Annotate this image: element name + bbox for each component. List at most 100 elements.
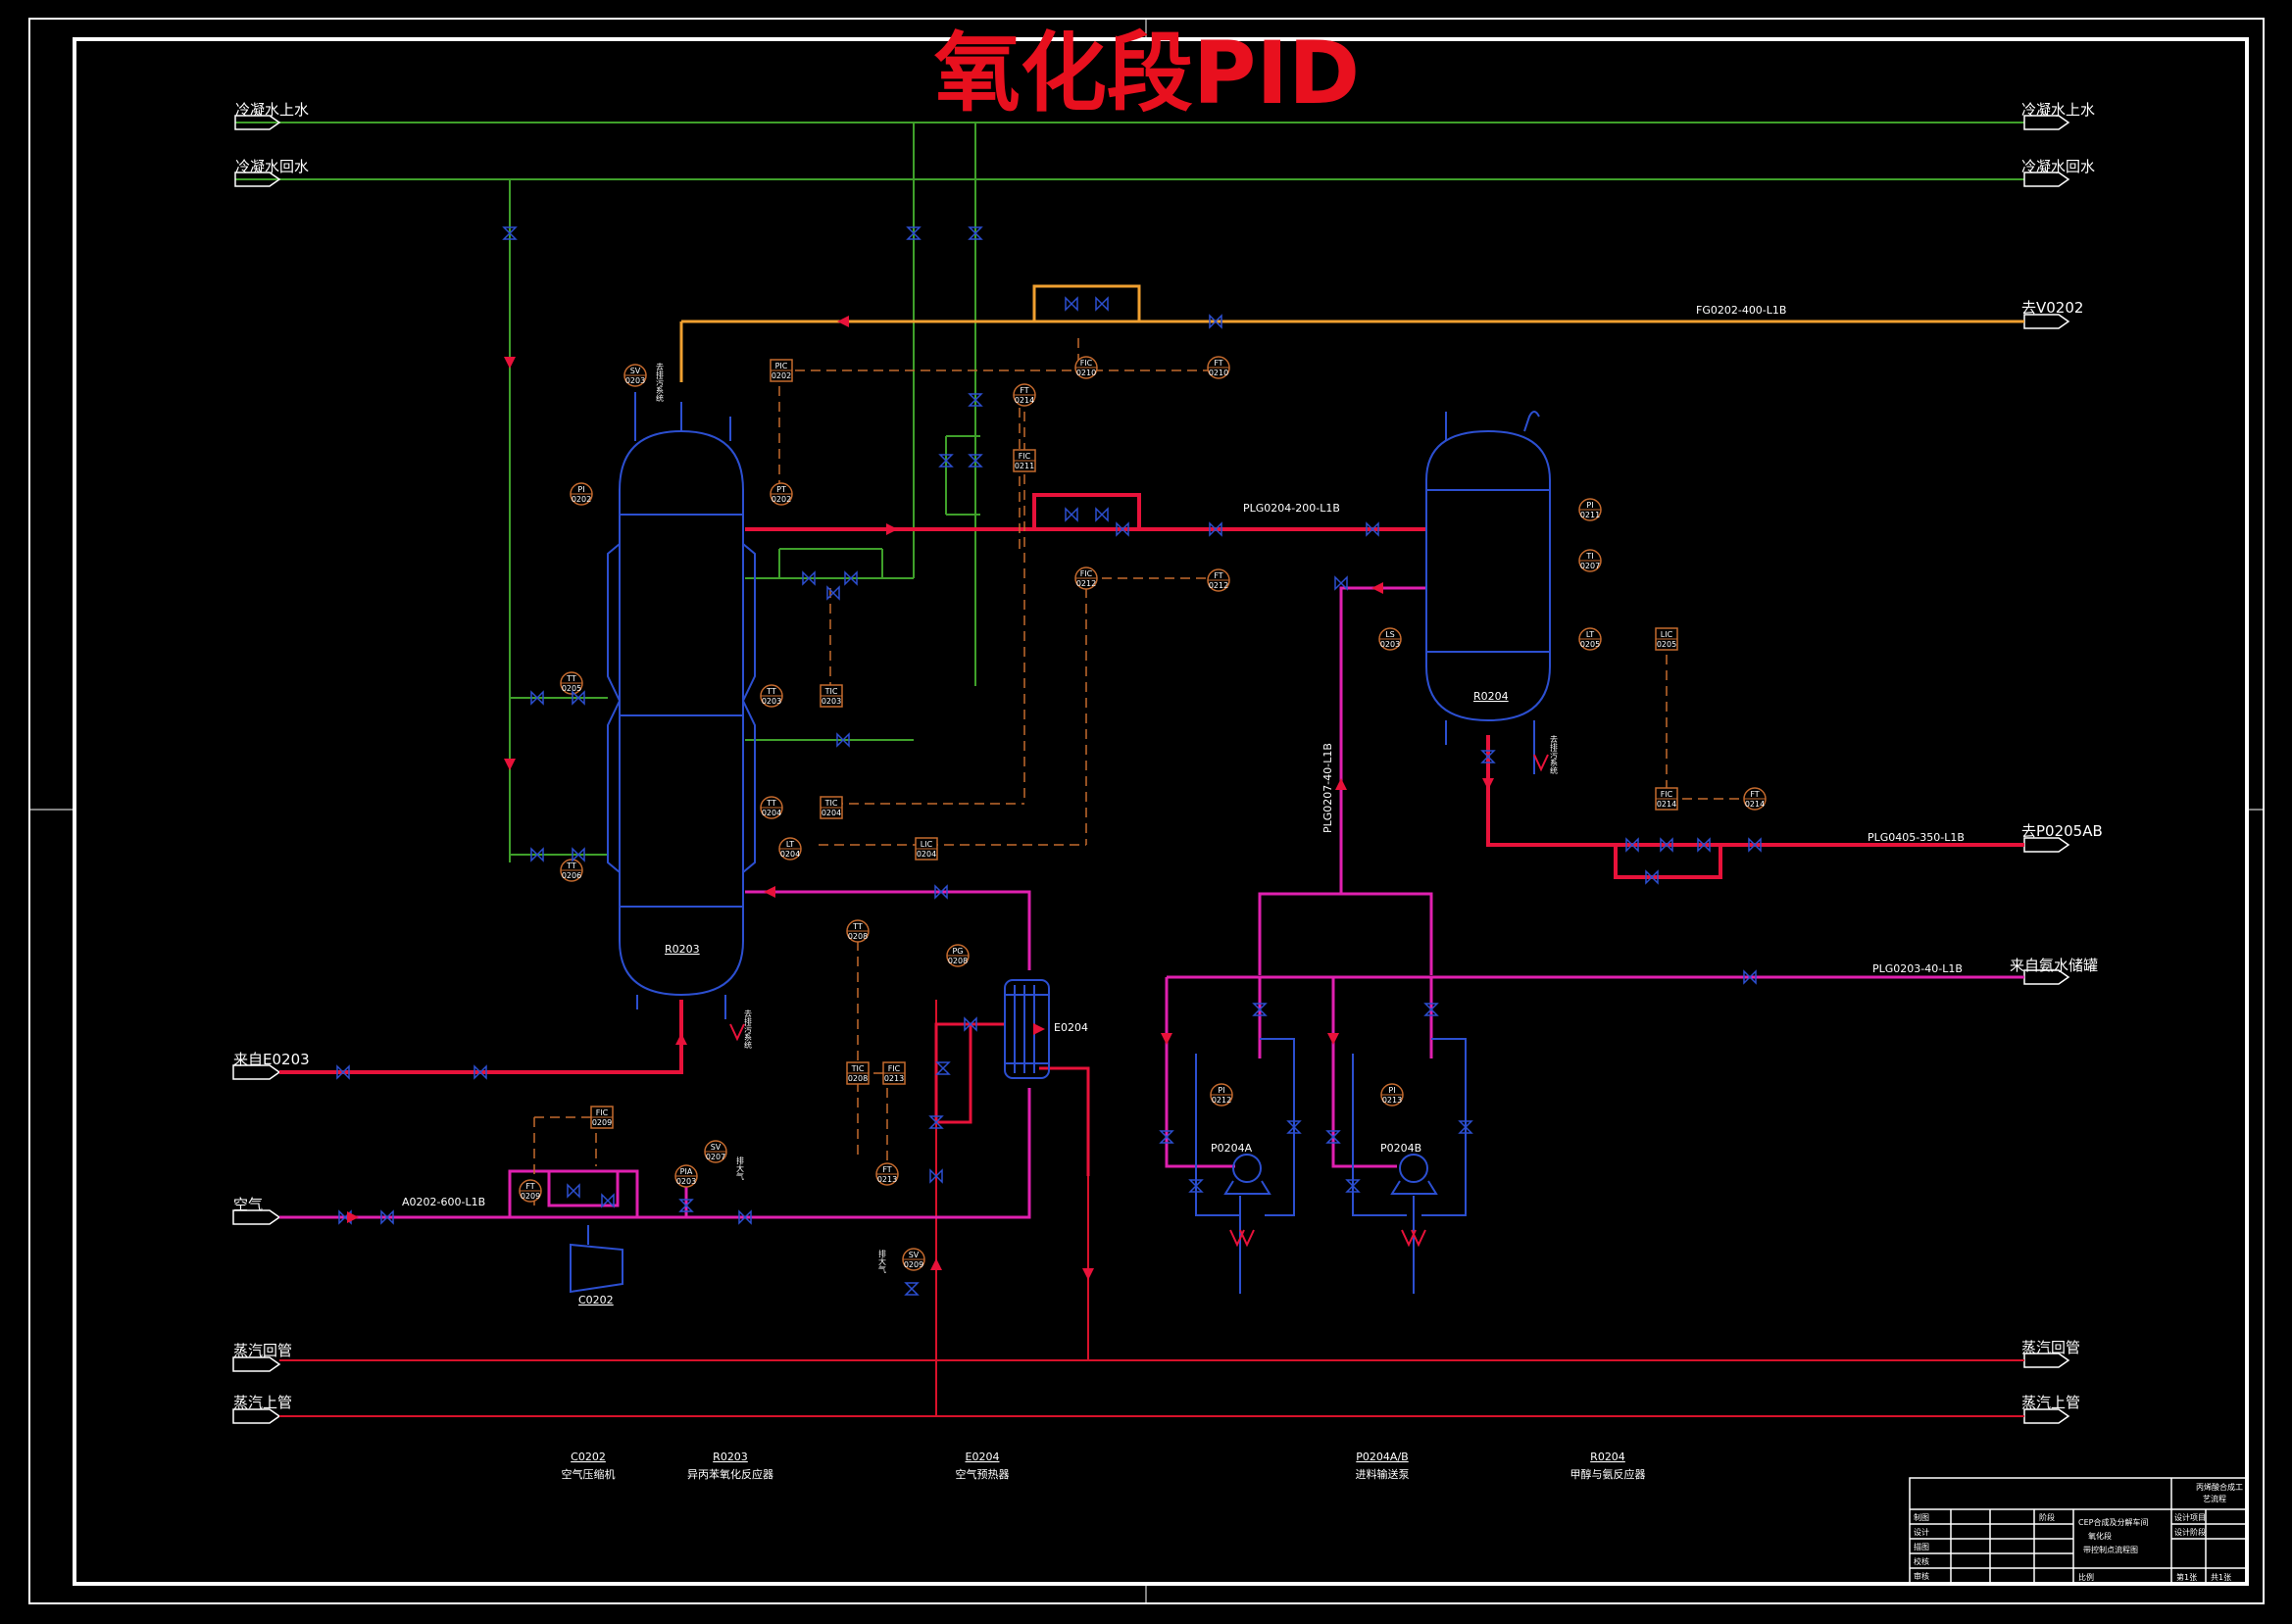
title-block-text: 制图 设计 描图 校核 审核 阶段 CEP合成及分解车间 氧化段 带控制点流程图… [1914, 1482, 2243, 1582]
gate-valve-icon [567, 1183, 580, 1199]
equip-r0204: R0204 甲醇与氨反应器 [1570, 1451, 1646, 1481]
gate-valve-icon [928, 1115, 944, 1129]
to-v0202-label: 去V0202 [2021, 299, 2083, 317]
tb-row-2: 设计 [1914, 1527, 1929, 1537]
vessel-r0204 [1425, 411, 1551, 774]
instrument-type: LIC [1661, 630, 1673, 639]
gate-valve-icon [844, 570, 858, 586]
plg0204-line [745, 493, 1426, 531]
instruments-layer: SV0203PI0202PT0202PIC0202FT0214FIC0211FI… [519, 356, 1767, 1271]
gate-valve-icon [904, 1282, 920, 1296]
flow-arrow-icon [837, 316, 849, 327]
instrument-number: 0212 [1076, 579, 1096, 588]
equip-name: 空气压缩机 [562, 1467, 616, 1481]
gate-valve-icon [934, 884, 948, 900]
instrument-type: LS [1385, 630, 1395, 639]
instrument-number: 0202 [772, 371, 791, 380]
instrument-type: SV [711, 1143, 722, 1152]
cw-return-label-left: 冷凝水回水 [235, 158, 309, 175]
gate-valve-icon [1116, 521, 1129, 537]
instrument-type: FT [1750, 790, 1759, 799]
instrument-type: LIC [921, 840, 933, 849]
instrument-type: TIC [824, 687, 838, 696]
instrument-type: PI [577, 485, 584, 494]
instrument-number: 0210 [1076, 369, 1096, 377]
gate-valve-icon [1159, 1130, 1174, 1144]
tb-project: CEP合成及分解车间 [2078, 1517, 2148, 1527]
instrument-type: TT [566, 861, 576, 870]
gate-valve-icon [678, 1199, 694, 1212]
tb-company2: 艺流程 [2203, 1494, 2226, 1503]
instrument-type: FIC [1019, 452, 1031, 461]
gate-valve-icon [336, 1064, 350, 1080]
gate-valve-icon [572, 690, 585, 706]
from-e0203-line [279, 1000, 683, 1074]
flow-arrow-icon [1033, 1023, 1045, 1035]
plg0207-label: PLG0207-40-L1B [1321, 743, 1334, 833]
instrument-type: PI [1586, 501, 1593, 510]
e0204-steam [934, 1022, 1090, 1176]
inner-frame [73, 37, 2249, 1586]
equip-c0202: C0202 空气压缩机 [562, 1451, 616, 1481]
compressor-c0202 [570, 1225, 623, 1294]
fg0202-label: FG0202-400-L1B [1696, 304, 1786, 317]
instrument-number: 0212 [1209, 581, 1228, 590]
instrument-type: FT [882, 1165, 891, 1174]
equip-tag: E0204 [966, 1451, 1000, 1463]
instrument-type: PG [952, 947, 963, 956]
gate-valve-icon [968, 393, 983, 407]
tb-stage: 阶段 [2039, 1512, 2055, 1522]
gate-valve-icon [572, 847, 585, 862]
gate-valve-icon [473, 1064, 487, 1080]
atm-note-1: 排大气 [736, 1156, 745, 1180]
flow-arrow-icon [1327, 1033, 1339, 1045]
steam-return-label-left: 蒸汽回管 [233, 1342, 292, 1359]
flow-arrow-icon [1482, 778, 1494, 790]
r0203-label: R0203 [665, 943, 700, 956]
gate-valve-icon [1660, 837, 1673, 853]
gate-valve-icon [1334, 575, 1348, 591]
gate-valve-icon [601, 1193, 615, 1208]
cw-supply-label-right: 冷凝水上水 [2021, 101, 2095, 119]
drawing-title: 氧化段PID [934, 23, 1360, 123]
steam-supply-label-right: 蒸汽上管 [2021, 1394, 2080, 1411]
tb-row-3: 描图 [1914, 1542, 1929, 1551]
utility-tags-left: 冷凝水上水 冷凝水回水 蒸汽回管 蒸汽上管 来自E0203 空气 [232, 101, 310, 1424]
instrument-number: 0207 [706, 1153, 725, 1161]
flow-arrow-icon [347, 1211, 359, 1223]
flow-arrow-icon [764, 886, 775, 898]
tb-design-stage: 设计阶段 [2174, 1527, 2206, 1537]
vessel-r0203 [607, 392, 756, 1019]
equip-name: 空气预热器 [956, 1467, 1010, 1481]
flow-arrow-icon [1335, 778, 1347, 790]
instrument-number: 0204 [762, 809, 781, 817]
instrument-number: 0214 [1657, 800, 1676, 809]
gate-valve-icon [1095, 296, 1109, 312]
tb-company: 丙烯酸合成工 [2196, 1482, 2243, 1492]
instrument-type: TT [766, 687, 776, 696]
flow-arrow-icon [1371, 582, 1383, 594]
instrument-type: TI [1585, 552, 1593, 561]
instrument-number: 0204 [917, 850, 936, 859]
gate-valve-icon [964, 1016, 977, 1032]
gate-valve-icon [826, 585, 840, 601]
vent-note-1: 去排污系统 [656, 362, 665, 403]
instrument-type: PIC [775, 362, 788, 370]
tb-total: 共1张 [2211, 1573, 2231, 1582]
tb-row-1: 制图 [1914, 1512, 1929, 1522]
instrument-number: 0209 [521, 1192, 540, 1201]
plg0405-line [1486, 735, 2024, 879]
